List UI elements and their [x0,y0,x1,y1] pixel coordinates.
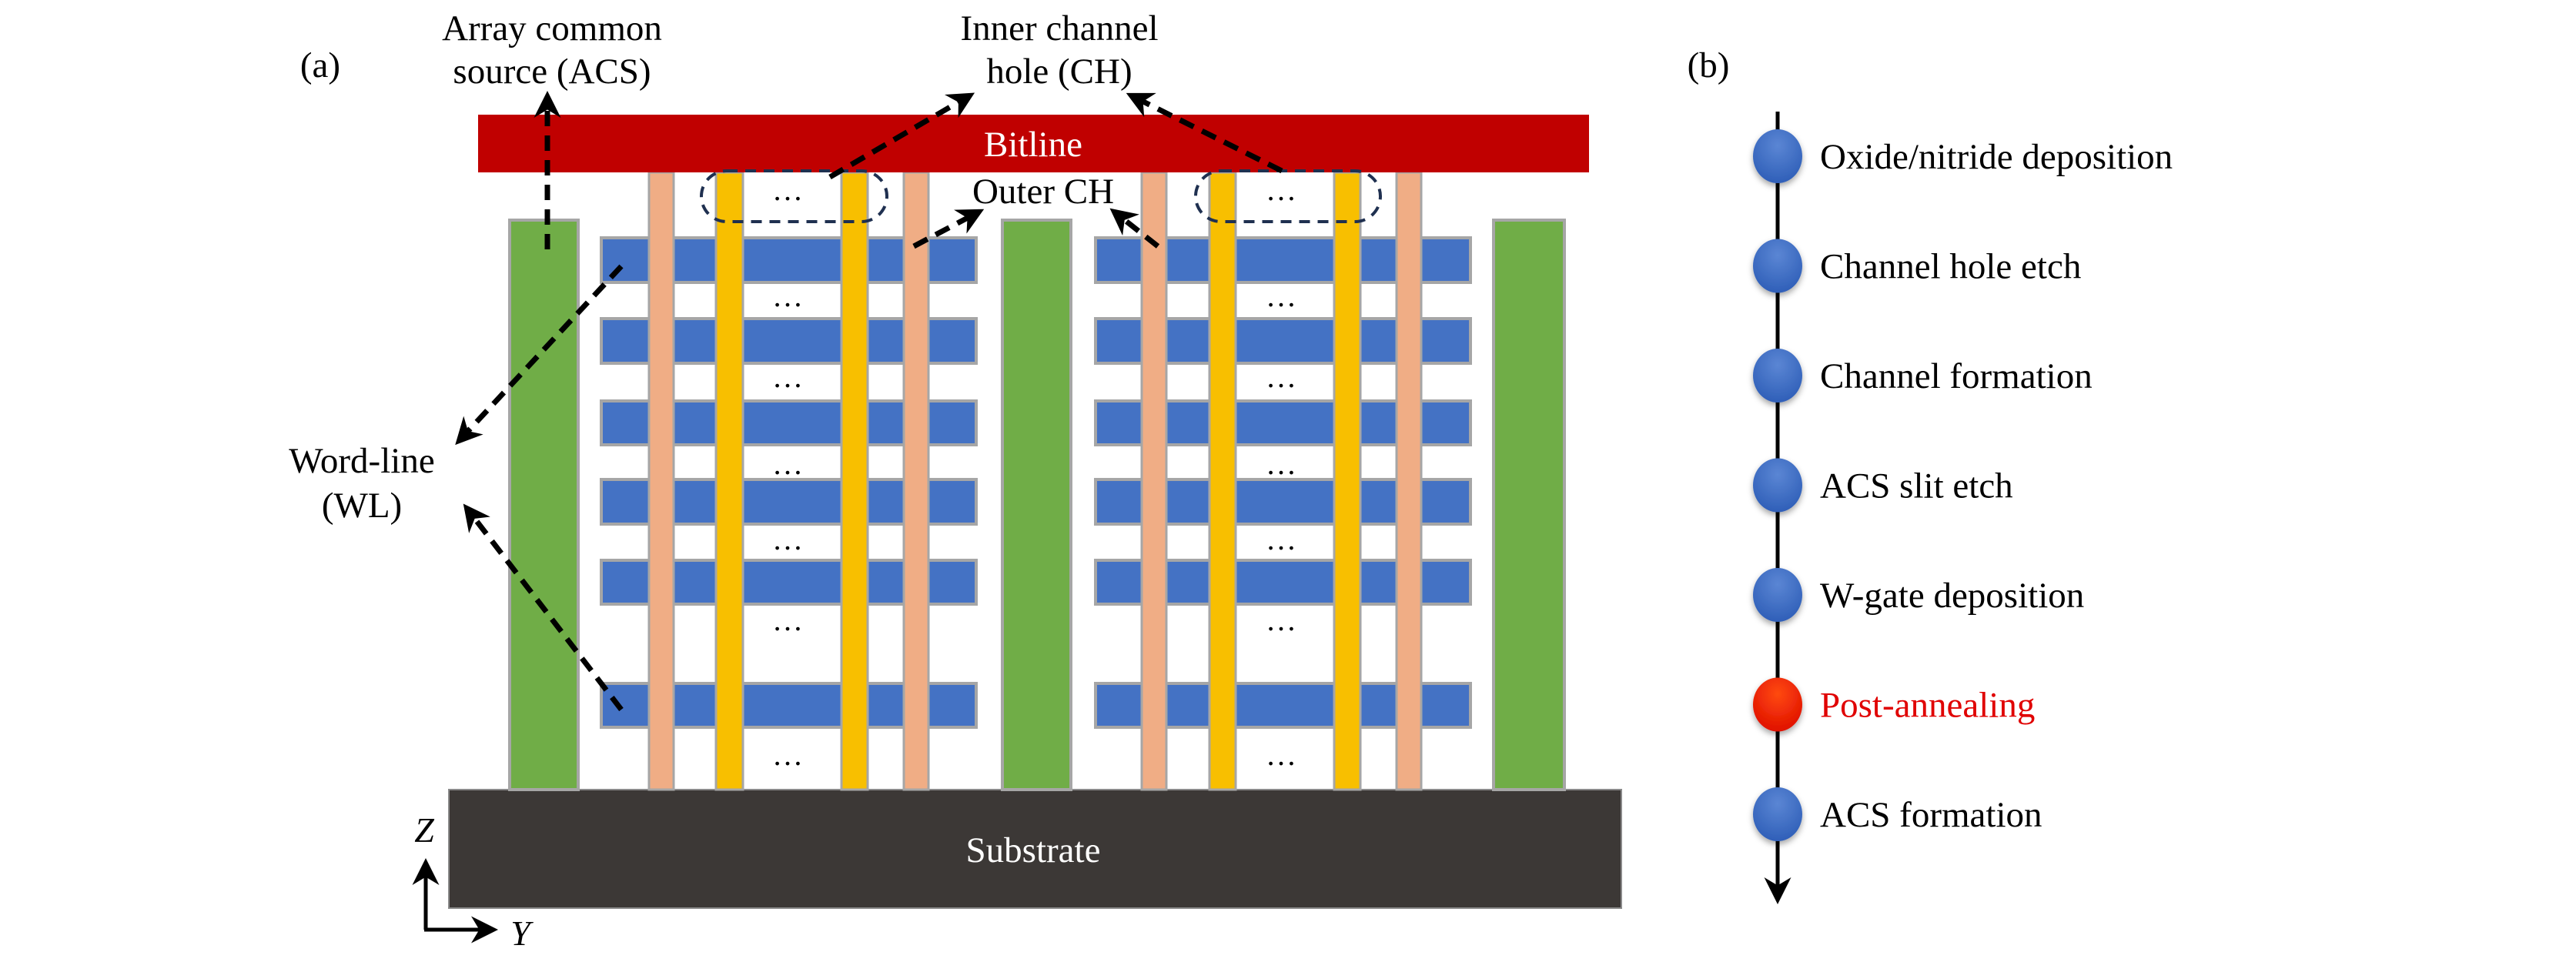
ellipsis-marker: … [772,172,805,207]
acs-label-line2: source (ACS) [453,52,651,92]
process-step: ACS formation [1753,787,2042,841]
inner-ch-label-line1: Inner channel [960,8,1158,48]
process-step: Oxide/nitride deposition [1753,129,2173,183]
step-label: ACS formation [1820,795,2042,835]
outer-ch-arrow-left [912,209,985,249]
ellipsis-marker: … [772,522,805,556]
ellipsis-marker: … [772,446,805,481]
process-step: Channel formation [1753,349,2093,403]
inner-ch-group-outline-right [1194,169,1382,223]
step-label: ACS slit etch [1820,466,2013,506]
wordline-arrow-upper [455,264,624,446]
ellipsis-marker: … [1266,446,1298,481]
step-dot [1753,129,1802,183]
substrate-layer [448,789,1622,909]
acs-pillar-left [508,219,580,791]
ellipsis-marker: … [1266,359,1298,394]
step-dot [1753,568,1802,622]
outer-ch-label: Outer CH [972,172,1114,212]
wordline-label-line1: Word-line [289,441,434,481]
outer-ch-pillar [902,171,930,791]
outer-ch-pillar [1140,171,1168,791]
leader-arrows [455,91,1283,712]
inner-ch-pillar [714,171,744,791]
step-label: W-gate deposition [1820,576,2084,616]
inner-ch-group-outline-left [700,169,888,223]
z-axis-label: Z [414,810,434,850]
acs-label-line1: Array common [442,8,662,48]
inner-ch-pillar [1333,171,1362,791]
process-step: Post-annealing [1753,677,2035,732]
wordline-arrow-lower [463,503,624,712]
ellipsis-marker: … [772,737,805,772]
ellipsis-marker: … [1266,522,1298,556]
step-label: Oxide/nitride deposition [1820,137,2173,177]
ellipsis-marker: … [1266,279,1298,313]
outer-ch-pillar [1395,171,1423,791]
ellipsis-marker: … [1266,172,1298,207]
panel-b-label: (b) [1688,45,1730,85]
outer-ch-pillar [647,171,675,791]
inner-ch-label-line2: hole (CH) [986,52,1132,92]
step-dot [1753,239,1802,293]
substrate-label: Substrate [966,830,1101,870]
process-step: Channel hole etch [1753,239,2081,293]
inner-ch-arrow-left [828,92,975,180]
outer-ch-arrow-right [1109,208,1160,249]
step-label: Post-annealing [1820,686,2035,726]
step-dot [1753,787,1802,841]
ellipsis-markers: … … … … … … … … … … … … … … [772,172,1298,772]
bitline-label: Bitline [984,125,1082,165]
highlight-step-dot [1753,677,1802,732]
inner-ch-pillar [1208,171,1237,791]
bitline-layer [478,115,1589,172]
process-step: ACS slit etch [1753,458,2013,513]
process-step: W-gate deposition [1753,568,2084,622]
step-dot [1753,349,1802,403]
step-label: Channel formation [1820,356,2093,396]
ellipsis-marker: … [772,359,805,394]
wordline-label-line2: (WL) [322,486,402,526]
y-axis-label: Y [510,914,534,953]
ellipsis-marker: … [1266,737,1298,772]
ellipsis-marker: … [1266,603,1298,637]
coordinate-axes: Z Y [412,810,534,953]
step-label: Channel hole etch [1820,247,2081,287]
ellipsis-marker: … [772,603,805,637]
inner-ch-arrow-right [1126,92,1283,174]
inner-ch-pillar [840,171,869,791]
acs-pillar-middle [1001,219,1072,791]
ellipsis-marker: … [772,279,805,313]
acs-pillar-right [1492,219,1566,791]
panel-a-label: (a) [300,45,340,85]
panel-a: (a) Array common source (ACS) Inner chan… [289,8,1622,953]
step-dot [1753,458,1802,513]
acs-pillars [508,219,1566,791]
channel-pillars-left [647,171,930,791]
